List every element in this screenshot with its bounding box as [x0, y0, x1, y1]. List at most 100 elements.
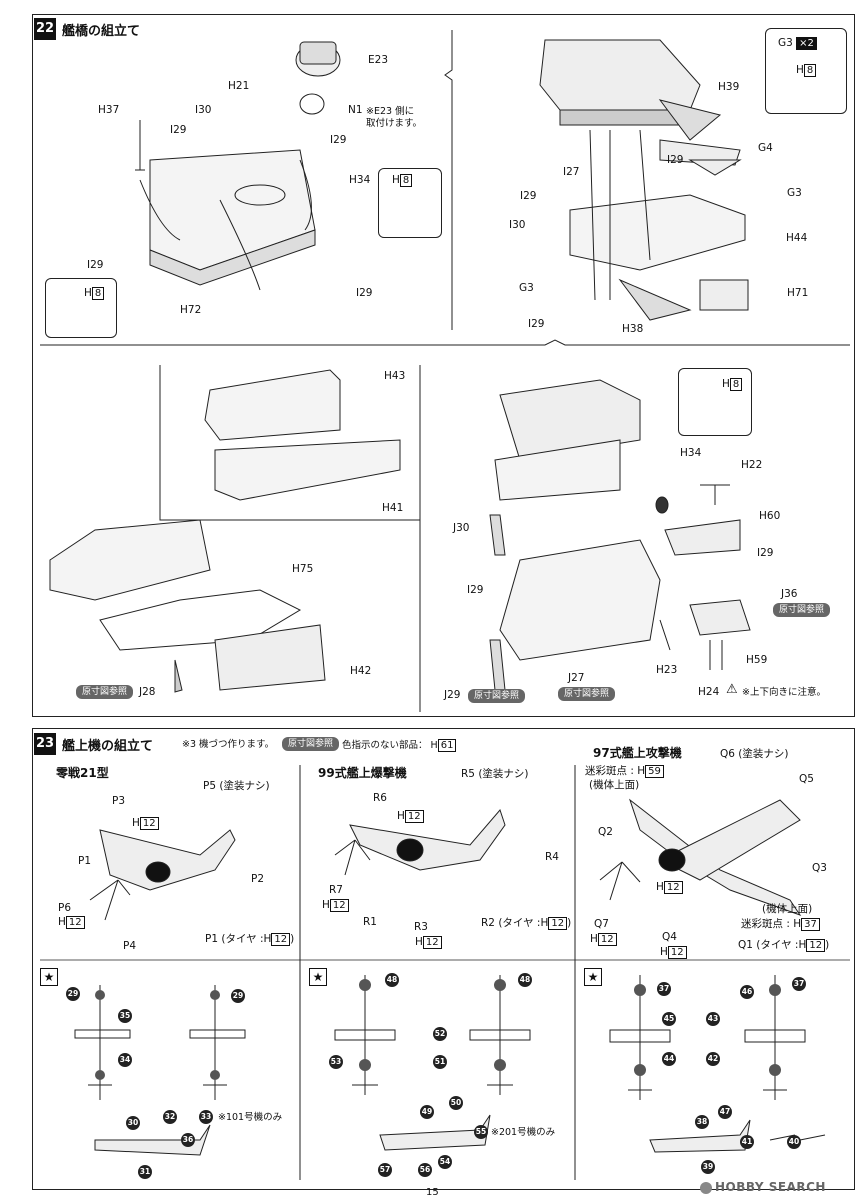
- label-H37: H37: [98, 104, 120, 116]
- label-I29-c: I29: [87, 259, 104, 271]
- label-E23: E23: [368, 54, 388, 66]
- val-decal-2: 51: [433, 1055, 447, 1069]
- val-decal-6: 50: [449, 1096, 463, 1110]
- val-decal-4: 48: [518, 973, 532, 987]
- label-I29-e: I29: [667, 154, 684, 166]
- val-star-icon: ★: [309, 968, 327, 986]
- val-decal-9: 57: [378, 1163, 392, 1177]
- step-23-note: ※3 機づつ作ります。: [182, 739, 275, 750]
- label-G3-b: G3: [519, 282, 534, 294]
- page-number: 15: [426, 1187, 439, 1198]
- label-H43: H43: [384, 370, 406, 382]
- label-J29: J29: [444, 689, 461, 701]
- zero-decal-4: 30: [126, 1116, 140, 1130]
- zero-decal-5: 32: [163, 1110, 177, 1124]
- note-e23: ※E23 側に 取付けます。: [366, 106, 423, 129]
- zero-label-P5: P5 (塗装ナシ): [203, 780, 270, 792]
- label-N1: N1: [348, 104, 363, 116]
- zero-decal-7: 36: [181, 1133, 195, 1147]
- val-label-R3: R3: [414, 921, 428, 933]
- kate-label-Q2: Q2: [598, 826, 613, 838]
- zero-note-101: ※101号機のみ: [218, 1112, 283, 1123]
- ref-badge-J36: 原寸図参照: [773, 603, 831, 617]
- val-decal-7: 55: [474, 1125, 488, 1139]
- warning-icon: ⚠: [726, 682, 738, 697]
- step-23-title: 艦上機の組立て: [62, 739, 154, 754]
- label-H34: H34: [349, 174, 371, 186]
- val-label-R1: R1: [363, 916, 377, 928]
- inset-h8-director: [678, 368, 752, 436]
- val-decal-1: 52: [433, 1027, 447, 1041]
- val-decal-8: 54: [438, 1155, 452, 1169]
- zero-title: 零戦21型: [56, 766, 109, 780]
- zero-decal-3: 29: [231, 989, 245, 1003]
- zero-label-P4: P4: [123, 940, 137, 952]
- label-I30-b: I30: [509, 219, 526, 231]
- label-H75: H75: [292, 563, 314, 575]
- kate-decal-7: 38: [695, 1115, 709, 1129]
- label-H44: H44: [786, 232, 808, 244]
- label-I29-f: I29: [520, 190, 537, 202]
- label-H38: H38: [622, 323, 644, 335]
- kate-decal-5: 46: [740, 985, 754, 999]
- step-23-ref-badge: 原寸図参照: [282, 737, 340, 751]
- zero-label-P1: P1: [78, 855, 92, 867]
- kate-label-Q6: Q6 (塗装ナシ): [720, 748, 789, 760]
- zero-decal-8: 31: [138, 1165, 152, 1179]
- label-H23: H23: [656, 664, 678, 676]
- zero-decal-1: 35: [118, 1009, 132, 1023]
- val-label-R6: R6: [373, 792, 387, 804]
- label-H22: H22: [741, 459, 763, 471]
- label-H34-b: H34: [680, 447, 702, 459]
- ref-badge-J29: 原寸図参照: [468, 689, 526, 703]
- kate-label-Q4: Q4: [662, 931, 677, 943]
- kate-decal-0: 37: [657, 982, 671, 996]
- kate-title: 97式艦上攻撃機: [593, 746, 682, 760]
- kate-label-camo-under-sub: (機体上面): [762, 903, 813, 915]
- label-J30: J30: [453, 522, 470, 534]
- label-I29-d: I29: [356, 287, 373, 299]
- ref-badge-J28: 原寸図参照: [76, 685, 134, 699]
- zero-decal-2: 34: [118, 1053, 132, 1067]
- label-I29-b: I29: [330, 134, 347, 146]
- kate-decal-6: 37: [792, 977, 806, 991]
- kate-decal-11: 40: [787, 1135, 801, 1149]
- zero-decal-0: 29: [66, 987, 80, 1001]
- label-I30: I30: [195, 104, 212, 116]
- label-H59: H59: [746, 654, 768, 666]
- inset-h8-mast: [45, 278, 117, 338]
- step-22-title: 艦橋の組立て: [62, 24, 141, 39]
- ref-badge-J27: 原寸図参照: [558, 687, 616, 701]
- val-decal-3: 53: [329, 1055, 343, 1069]
- inset-h8-bridge: [378, 168, 442, 238]
- label-I29-i: I29: [467, 584, 484, 596]
- val-label-R4: R4: [545, 851, 559, 863]
- watermark-logo-icon: [700, 1181, 712, 1194]
- step-23-frame: [32, 728, 855, 1190]
- val-title: 99式艦上爆撃機: [318, 766, 407, 780]
- label-H21: H21: [228, 80, 250, 92]
- label-J28: J28: [139, 686, 156, 698]
- kate-label-Q5: Q5: [799, 773, 814, 785]
- kate-decal-10: 39: [701, 1160, 715, 1174]
- zero-label-P6: P6: [58, 902, 72, 914]
- label-G3-a: G3: [787, 187, 802, 199]
- val-decal-10: 56: [418, 1163, 432, 1177]
- kate-decal-1: 45: [662, 1012, 676, 1026]
